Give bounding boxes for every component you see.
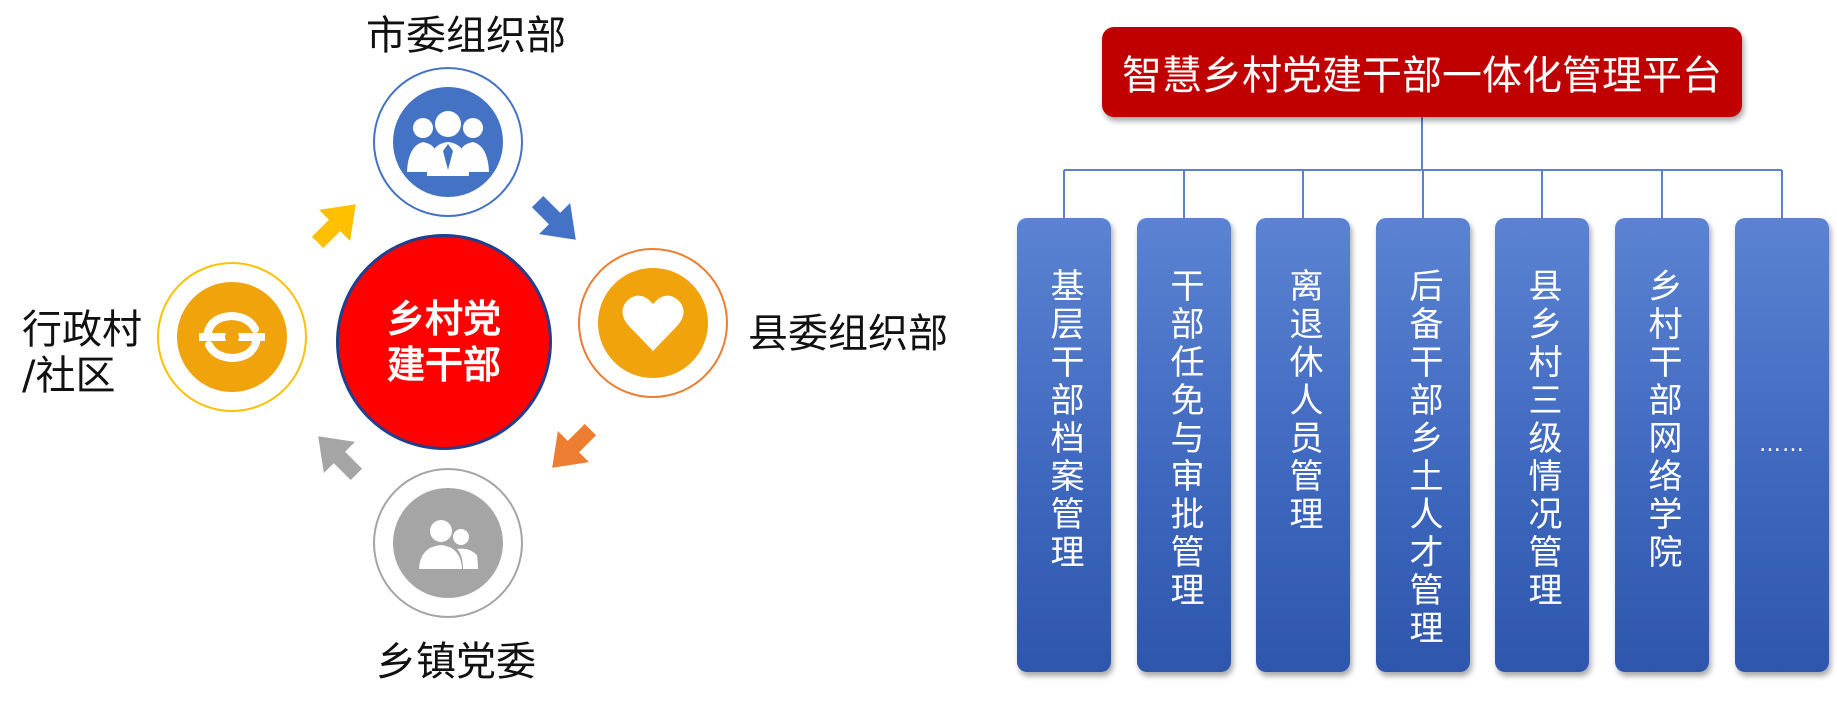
exchange-icon — [199, 311, 265, 363]
heart-icon — [622, 295, 684, 351]
node-disc-right — [598, 268, 708, 378]
module-column: 县乡村三级情况管理 — [1495, 218, 1589, 672]
node-disc-bottom — [393, 488, 503, 598]
center-node: 乡村党 建干部 — [336, 234, 552, 450]
module-column: 离退休人员管理 — [1256, 218, 1350, 672]
node-label-top: 市委组织部 — [366, 13, 566, 59]
platform-title-box: 智慧乡村党建干部一体化管理平台 — [1102, 27, 1742, 117]
platform-title: 智慧乡村党建干部一体化管理平台 — [1122, 53, 1722, 99]
module-label: 后备干部乡土人才管理 — [1403, 268, 1443, 648]
node-label-right: 县委组织部 — [748, 311, 948, 357]
node-disc-left — [177, 282, 287, 392]
arrow-up-left-icon — [318, 436, 363, 481]
node-label-bottom: 乡镇党委 — [376, 639, 536, 685]
arrow-down-left-icon — [552, 423, 597, 468]
center-node-line2: 建干部 — [386, 343, 501, 387]
module-column: 基层干部档案管理 — [1017, 218, 1111, 672]
team-icon — [407, 111, 489, 176]
module-label: 基层干部档案管理 — [1044, 268, 1084, 572]
module-column: 乡村干部网络学院 — [1615, 218, 1709, 672]
module-column: 后备干部乡土人才管理 — [1376, 218, 1470, 672]
node-label-left-line2: /社区 — [22, 353, 116, 399]
module-label: 干部任免与审批管理 — [1164, 268, 1204, 610]
people-icon — [419, 520, 478, 569]
module-label: …… — [1759, 432, 1805, 457]
node-label-left-line1: 行政村 — [22, 307, 142, 353]
module-label: 乡村干部网络学院 — [1642, 268, 1682, 572]
node-disc-top — [393, 87, 503, 197]
arrow-down-right-icon — [531, 195, 576, 240]
module-column: …… — [1735, 218, 1829, 672]
arrow-up-right-icon — [311, 204, 356, 249]
module-label: 离退休人员管理 — [1283, 268, 1323, 534]
module-label: 县乡村三级情况管理 — [1522, 268, 1562, 610]
module-column: 干部任免与审批管理 — [1137, 218, 1231, 672]
center-node-line1: 乡村党 — [386, 297, 501, 341]
